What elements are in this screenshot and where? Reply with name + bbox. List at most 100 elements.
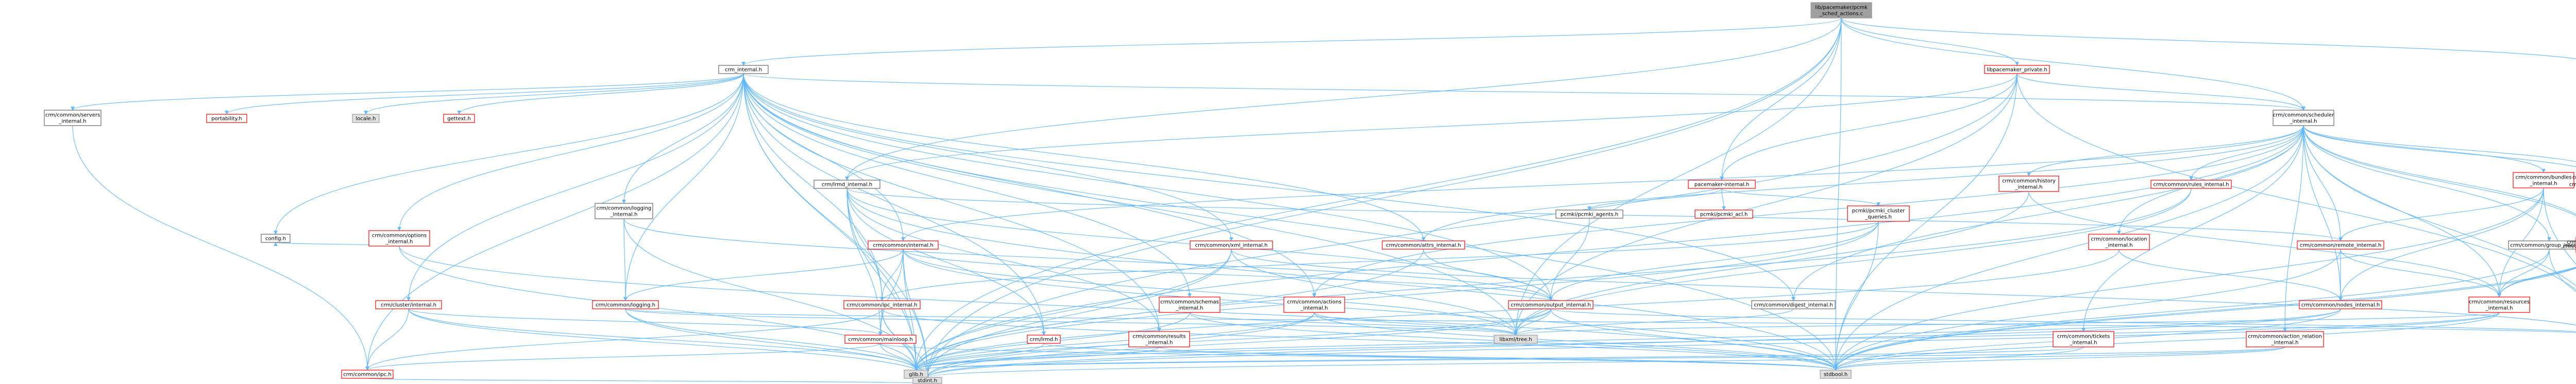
dependency-edge-crm_internal-to-portability — [225, 73, 744, 115]
node-roles-internal[interactable]: crm/common/roles_internal.h — [2569, 180, 2576, 188]
dependency-edge-pacemaker_private-to-pacemaker_internal — [1720, 73, 2018, 181]
node-label: crm/common/ipc_internal.h — [847, 303, 918, 308]
node-locale[interactable]: locale.h — [352, 114, 380, 123]
node-remote-internal[interactable]: crm/common/remote_internal.h — [2297, 240, 2384, 250]
node-libxml-tree[interactable]: libxml/tree.h — [1494, 335, 1538, 344]
node-scheduler-internal[interactable]: crm/common/scheduler_internal.h — [2273, 110, 2334, 126]
node-crm-lrmd[interactable]: crm/lrmd.h — [1027, 335, 1061, 344]
node-label: stdbool.h — [1824, 372, 1848, 378]
dependency-edge-logging_internal-to-common_logging — [623, 218, 628, 301]
dependency-edge-crm_lrmd-to-stdbool — [1043, 343, 1838, 371]
dependency-edge-pacemaker_private-to-scheduler_internal — [2016, 73, 2306, 111]
dependency-edge-remote_internal-to-stdbool — [1834, 249, 2341, 371]
node-failcounts-internal[interactable]: crm/common/failcounts_internal.h — [2572, 172, 2576, 188]
node-crm-internal[interactable]: crm_internal.h — [718, 65, 769, 74]
dependency-edge-crm_lrmd_internal-to-crm_lrmd — [846, 188, 1046, 336]
node-label: _internal.h — [385, 239, 413, 245]
node-attrs-internal[interactable]: crm/common/attrs_internal.h — [1382, 240, 1465, 250]
node-mainloop[interactable]: crm/common/mainloop.h — [844, 335, 917, 344]
dependency-edge-scheduler_internal-to-clone_internal — [2303, 125, 2576, 216]
node-pcmki-cluster-queries[interactable]: pcmki/pcmki_cluster_queries.h — [1847, 205, 1910, 222]
node-logging-internal[interactable]: crm/common/logging_internal.h — [595, 203, 653, 219]
node-common-logging[interactable]: crm/common/logging.h — [592, 300, 659, 309]
node-crm-lrmd-internal[interactable]: crm/lrmd_internal.h — [814, 180, 880, 189]
dependency-edge-action_relation_internal-to-stdbool — [1834, 346, 2285, 371]
node-label: crm/common/logging.h — [596, 303, 655, 308]
node-label: crm/common/resources — [2469, 300, 2530, 305]
node-rules-internal[interactable]: crm/common/rules_internal.h — [2150, 180, 2232, 189]
node-tickets-internal[interactable]: crm/common/tickets_internal.h — [2053, 331, 2114, 347]
node-label: _internal.h — [1145, 340, 1173, 346]
dependency-edge-results_internal-to-glib — [914, 346, 1160, 371]
node-label: crm/common/servers — [45, 113, 100, 118]
dependency-edge-clone_internal-to-stdbool — [1834, 267, 2576, 371]
dependency-edge-clone_internal-to-resources_internal — [2497, 267, 2576, 298]
node-xml-internal[interactable]: crm/common/xml_internal.h — [1190, 240, 1273, 250]
node-label: crm/common/nodes_internal.h — [2301, 303, 2380, 308]
node-action-relation-internal[interactable]: crm/common/action_relation_internal.h — [2246, 331, 2324, 347]
node-resources-internal[interactable]: crm/common/resources_internal.h — [2468, 296, 2530, 313]
node-label: crm/common/ipc.h — [343, 372, 392, 378]
node-bundles-internal[interactable]: crm/common/bundles_internal.h — [2513, 172, 2574, 188]
node-config[interactable]: config.h — [261, 234, 291, 243]
dependency-edge-crm_internal-to-servers_internal — [71, 73, 744, 111]
node-portability[interactable]: portability.h — [206, 114, 247, 123]
node-pacemaker-internal[interactable]: pacemaker-internal.h — [1688, 180, 1756, 189]
dependency-edge-cluster_internal-to-mainloop — [408, 308, 883, 336]
node-output-internal[interactable]: crm/common/output_internal.h — [1508, 300, 1594, 309]
node-box — [341, 370, 394, 379]
node-ipc[interactable]: crm/common/ipc.h — [341, 370, 394, 379]
node-common-internal[interactable]: crm/common/internal.h — [868, 240, 939, 250]
dependency-edge-pcmki_agents-to-output_internal — [1549, 218, 1590, 301]
dependency-edge-output_internal-to-stdbool — [1550, 308, 1838, 371]
node-label: crm/common/xml_internal.h — [1195, 243, 1268, 249]
node-ipc-internal[interactable]: crm/common/ipc_internal.h — [843, 300, 921, 309]
node-label: _internal.h — [2271, 340, 2299, 346]
node-label: crm/common/action_relation — [2248, 334, 2321, 340]
dependency-edge-scheduler_internal-to-action_relation_internal — [2283, 125, 2304, 332]
node-pcmki-agents[interactable]: pcmki/pcmki_agents.h — [1555, 210, 1623, 219]
node-primitive-internal[interactable]: crm/common/primitive_internal.h — [2567, 237, 2576, 253]
node-history-internal[interactable]: crm/common/history_internal.h — [1998, 176, 2059, 192]
node-results-internal[interactable]: crm/common/results_internal.h — [1128, 331, 1190, 347]
dependency-edge-scheduler_internal-to-history_internal — [2027, 125, 2304, 177]
dependency-edge-scheduler_internal-to-stdbool — [1834, 125, 2304, 371]
node-box — [912, 377, 942, 384]
node-pacemaker-private[interactable]: libpacemaker_private.h — [1984, 65, 2050, 74]
node-label: crm/common/failcounts — [2572, 175, 2576, 181]
node-digest-internal[interactable]: crm/common/digest_internal.h — [1751, 300, 1836, 309]
dependency-edge-crm_internal-to-libxml_tree — [743, 73, 1518, 336]
node-label: libxml/tree.h — [1499, 337, 1532, 343]
node-gettext[interactable]: gettext.h — [443, 114, 475, 123]
node-root[interactable]: lib/pacemaker/pcmk_sched_actions.c — [1810, 2, 1872, 19]
node-label: gettext.h — [447, 116, 471, 122]
node-box — [261, 234, 291, 243]
node-label: crm/common/internal.h — [873, 243, 933, 249]
node-cluster-internal[interactable]: crm/cluster/internal.h — [375, 300, 442, 309]
node-box — [2246, 331, 2324, 347]
dependency-edge-ipc_internal-to-mainloop — [878, 308, 883, 336]
node-location-internal[interactable]: crm/common/location_internal.h — [2088, 234, 2150, 250]
dependency-edge-crm_lrmd_internal-to-results_internal — [846, 188, 1161, 332]
node-servers-internal[interactable]: crm/common/servers_internal.h — [44, 110, 101, 126]
node-clone-internal[interactable]: crm/common/clone_internal.h — [2563, 242, 2576, 250]
node-label: crm/common/primitive — [2567, 240, 2576, 246]
dependency-edge-pacemaker_internal-to-pcmki_cluster_queries — [1721, 188, 1880, 206]
node-label: crm/common/bundles — [2516, 175, 2572, 181]
dependency-edge-common_internal-to-stdbool — [903, 249, 1838, 371]
node-actions-internal[interactable]: crm/common/actions_internal.h — [1283, 296, 1345, 313]
dependency-edge-scheduler_internal-to-primitive_internal — [2303, 125, 2576, 215]
node-pcmki-acl[interactable]: pcmki/pcmki_acl.h — [1694, 210, 1753, 219]
node-group-internal[interactable]: crm/common/group_internal.h — [2508, 240, 2576, 250]
node-options-internal[interactable]: crm/common/options_internal.h — [368, 230, 430, 247]
dependency-edge-crm_internal-to-config — [274, 73, 744, 235]
dependency-edge-history_internal-to-resources_internal — [2028, 191, 2501, 298]
node-schemas-internal[interactable]: crm/common/schemas_internal.h — [1159, 296, 1221, 313]
node-stdbool[interactable]: stdbool.h — [1820, 370, 1852, 379]
node-label: _internal.h — [1176, 306, 1204, 311]
dependency-edge-root-to-glib — [914, 18, 1842, 371]
dependency-edge-bundles_internal-to-nodes_internal — [2338, 187, 2544, 301]
node-stdint[interactable]: stdint.h — [912, 377, 942, 384]
node-nodes-internal[interactable]: crm/common/nodes_internal.h — [2299, 300, 2382, 309]
node-box — [2513, 172, 2574, 188]
